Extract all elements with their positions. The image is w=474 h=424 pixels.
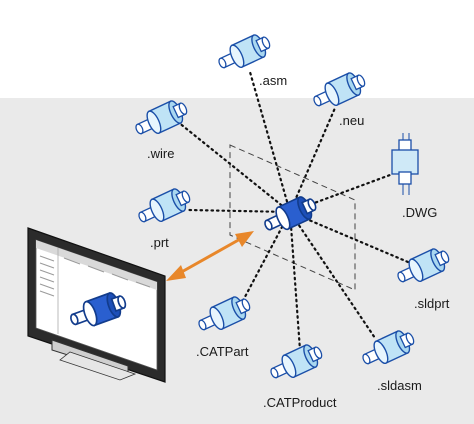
drawing-section-icon: [391, 133, 419, 195]
label-neu: .neu: [339, 113, 365, 128]
exchange-plane: [229, 144, 356, 291]
label-catpart: .CATPart: [196, 344, 249, 359]
label-dwg: .DWG: [402, 205, 438, 220]
label-asm: .asm: [259, 73, 288, 88]
part-asm-icon: [213, 29, 275, 76]
label-sldprt: .sldprt: [414, 296, 450, 311]
label-wire: .wire: [147, 146, 175, 161]
label-sldasm: .sldasm: [377, 378, 422, 393]
double-arrow-icon: [166, 231, 254, 281]
label-catproduct: .CATProduct: [263, 395, 337, 410]
label-prt: .prt: [150, 235, 169, 250]
